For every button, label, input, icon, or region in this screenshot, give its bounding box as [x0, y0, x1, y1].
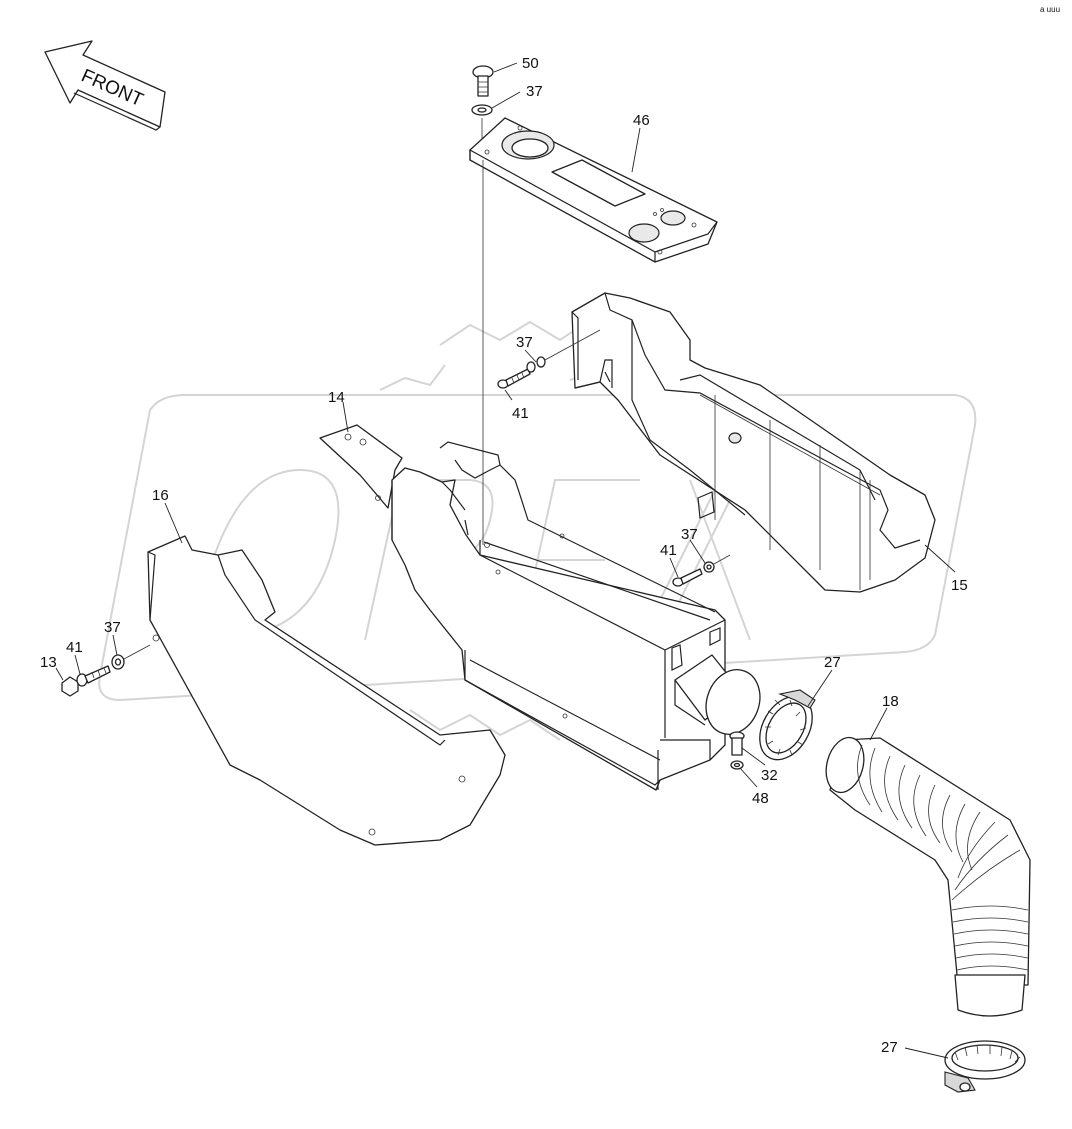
callout-labels: 50 37 46 37 41 14 16 37 41 15 37 41 13 2…	[40, 55, 968, 1056]
callout-50: 50	[522, 55, 539, 72]
nut-13	[61, 676, 79, 697]
washer-37-mid	[526, 356, 546, 373]
washer-37-top	[471, 104, 493, 116]
bolt-41-left	[76, 665, 111, 687]
callout-15: 15	[951, 577, 968, 594]
callout-14: 14	[328, 389, 345, 406]
hose-clamp-27-lower	[944, 1040, 1026, 1093]
callout-18: 18	[882, 693, 899, 710]
callout-37-top: 37	[526, 83, 543, 100]
bolt-41-mid	[497, 368, 531, 389]
callout-41-mid: 41	[512, 405, 529, 422]
callout-27-upper: 27	[824, 654, 841, 671]
callout-37-mid: 37	[516, 334, 533, 351]
opex-watermark	[98, 318, 977, 741]
callout-41-right: 41	[660, 542, 677, 559]
washer-48	[730, 760, 744, 770]
callout-13: 13	[40, 654, 57, 671]
corner-mark: a uuu	[1040, 5, 1060, 14]
callout-48: 48	[752, 790, 769, 807]
leader-mid-bolt	[544, 329, 601, 361]
leader-lines	[55, 62, 956, 1059]
callout-37-left: 37	[104, 619, 121, 636]
duct-cover-15	[571, 292, 936, 593]
callout-16: 16	[152, 487, 169, 504]
callout-32: 32	[761, 767, 778, 784]
leader-right-bolt	[713, 554, 731, 565]
hose-clamp-27-upper	[759, 689, 816, 761]
cover-plate-46	[469, 117, 718, 263]
washer-37-left	[111, 654, 125, 670]
bolt-32	[729, 731, 745, 756]
callout-41-left: 41	[66, 639, 83, 656]
callout-27-lower: 27	[881, 1039, 898, 1056]
bolt-41-right	[672, 568, 703, 587]
callout-46: 46	[633, 112, 650, 129]
washer-37-right	[703, 561, 715, 573]
housing-outlet-spigot	[674, 654, 761, 735]
side-panel-16	[147, 535, 506, 846]
bracket-14	[319, 424, 403, 509]
bolt-50	[472, 65, 494, 97]
front-direction-arrow: FRONT	[44, 40, 166, 131]
heater-housing	[391, 441, 726, 791]
leader-left-bolt	[123, 644, 151, 660]
hose-corrugations	[857, 744, 1029, 971]
flex-hose-18	[825, 736, 1031, 1017]
callout-37-right: 37	[681, 526, 698, 543]
